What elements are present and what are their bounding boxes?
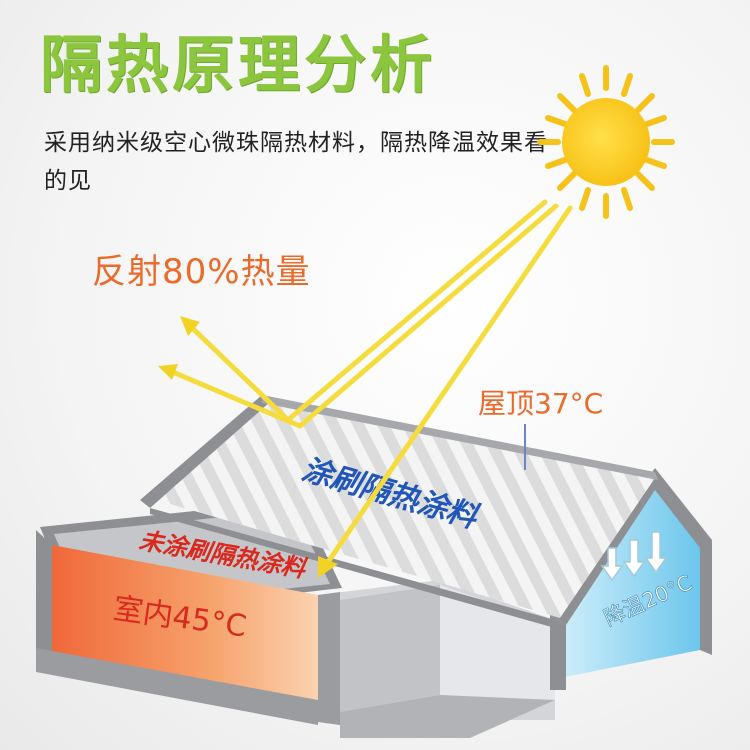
cooling-arrow-icon	[600, 531, 668, 582]
page-title: 隔热原理分析	[40, 28, 437, 101]
reflect-arrowhead-1	[180, 316, 200, 336]
building	[36, 395, 712, 738]
sun-rays	[285, 199, 573, 568]
roof-temp-label: 屋顶37°C	[478, 387, 604, 420]
incoming-arrowhead	[318, 556, 338, 578]
subtitle: 采用纳米级空心微珠隔热材料，隔热降温效果看的见	[44, 130, 548, 194]
reflected-rays	[165, 319, 303, 429]
reflect-arrowhead-2	[158, 364, 178, 380]
reflect-label: 反射80%热量	[92, 252, 311, 292]
sun-icon	[537, 65, 675, 219]
